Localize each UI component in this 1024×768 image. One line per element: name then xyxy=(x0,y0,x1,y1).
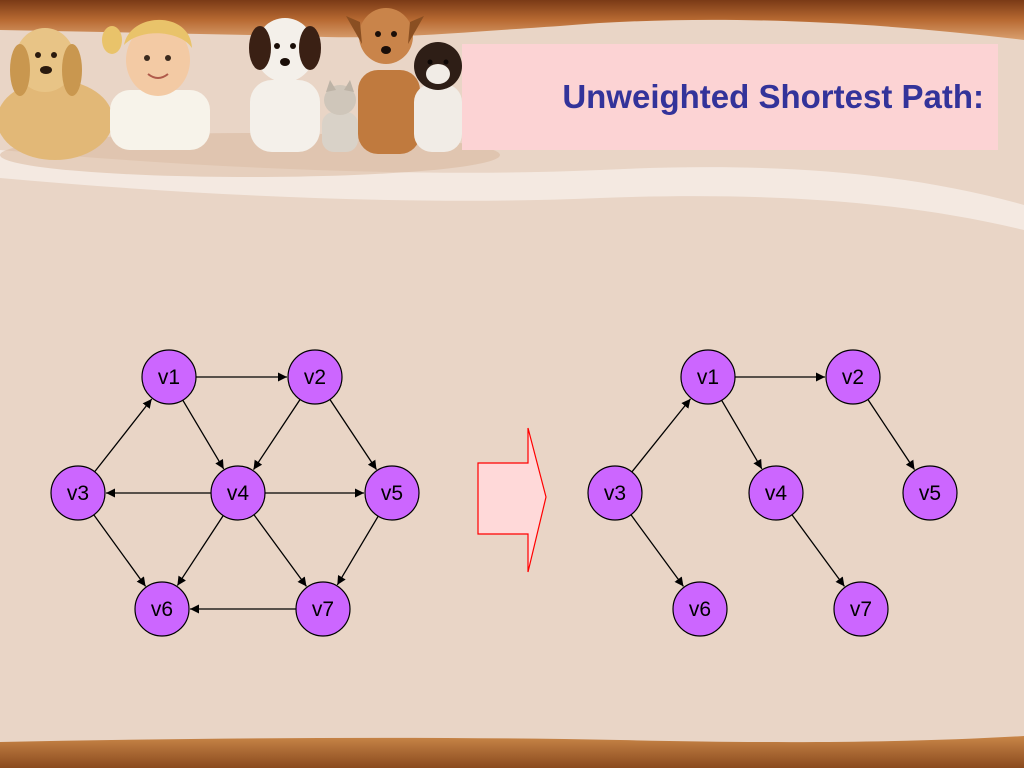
edge-v2-v5 xyxy=(867,399,916,471)
node-v7: v7 xyxy=(833,581,889,637)
edge-v3-v6 xyxy=(93,514,147,587)
edge-v3-v6 xyxy=(630,514,684,587)
node-circle xyxy=(364,465,420,521)
edge-v1-v4 xyxy=(182,399,225,470)
edge-v4-v6 xyxy=(176,515,224,586)
node-circle xyxy=(680,349,736,405)
node-circle xyxy=(141,349,197,405)
node-circle xyxy=(748,465,804,521)
node-circle xyxy=(587,465,643,521)
edge-v3-v1 xyxy=(94,398,153,473)
transform-arrow xyxy=(477,427,547,573)
puppy-illustration xyxy=(346,8,424,154)
node-circle xyxy=(134,581,190,637)
node-circle xyxy=(295,581,351,637)
node-label: v2 xyxy=(842,366,864,389)
node-v3: v3 xyxy=(50,465,106,521)
puppy-illustration xyxy=(249,18,321,152)
node-v1: v1 xyxy=(141,349,197,405)
node-label: v1 xyxy=(697,366,719,389)
node-label: v1 xyxy=(158,366,180,389)
node-label: v6 xyxy=(689,598,711,621)
puppy-illustration xyxy=(414,42,462,152)
node-circle xyxy=(287,349,343,405)
edge-v2-v4 xyxy=(252,399,301,471)
node-v3: v3 xyxy=(587,465,643,521)
edge-v5-v7 xyxy=(336,515,379,586)
node-label: v4 xyxy=(227,482,250,505)
edge-v1-v4 xyxy=(721,399,763,470)
edge-v2-v5 xyxy=(329,399,378,471)
node-circle xyxy=(902,465,958,521)
node-v6: v6 xyxy=(672,581,728,637)
node-label: v3 xyxy=(67,482,89,505)
node-label: v7 xyxy=(312,598,334,621)
title-box: Unweighted Shortest Path: xyxy=(462,44,998,150)
node-v1: v1 xyxy=(680,349,736,405)
node-label: v6 xyxy=(151,598,173,621)
node-circle xyxy=(825,349,881,405)
node-v4: v4 xyxy=(210,465,266,521)
node-v2: v2 xyxy=(287,349,343,405)
node-circle xyxy=(50,465,106,521)
node-v4: v4 xyxy=(748,465,804,521)
edge-v4-v7 xyxy=(791,514,845,587)
node-circle xyxy=(672,581,728,637)
cat-illustration xyxy=(322,80,358,152)
node-label: v7 xyxy=(850,598,872,621)
header-photo xyxy=(0,8,500,177)
node-v5: v5 xyxy=(902,465,958,521)
footer-band xyxy=(0,736,1024,768)
node-label: v5 xyxy=(919,482,941,505)
node-label: v3 xyxy=(604,482,626,505)
node-v7: v7 xyxy=(295,581,351,637)
shortest-path-tree: v1 v2 v3 v4 v5 v6 v7 xyxy=(587,349,958,637)
node-circle xyxy=(833,581,889,637)
edge-v3-v1 xyxy=(631,398,691,473)
edge-v4-v7 xyxy=(253,514,307,587)
original-graph: v1 v2 v3 v4 v5 v6 v7 xyxy=(50,349,420,637)
child-illustration xyxy=(102,19,210,150)
node-label: v5 xyxy=(381,482,403,505)
dog-illustration xyxy=(0,28,113,160)
node-v6: v6 xyxy=(134,581,190,637)
node-circle xyxy=(210,465,266,521)
page-title: Unweighted Shortest Path: xyxy=(562,78,984,115)
node-label: v2 xyxy=(304,366,326,389)
node-v2: v2 xyxy=(825,349,881,405)
node-label: v4 xyxy=(765,482,788,505)
node-v5: v5 xyxy=(364,465,420,521)
